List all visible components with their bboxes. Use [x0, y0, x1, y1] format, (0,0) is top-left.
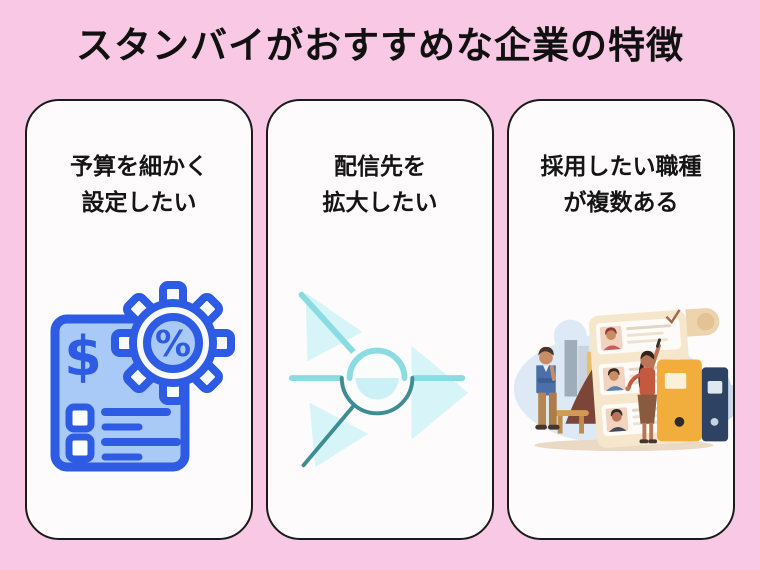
woman-figure	[625, 338, 661, 444]
card-art	[268, 220, 492, 538]
distribution-expand-icon	[288, 291, 469, 468]
card-label: 配信先を 拡大したい	[322, 153, 438, 215]
feature-card-distribution: 配信先を 拡大したい	[266, 99, 494, 540]
feature-card-budget: 予算を細かく 設定したい $	[25, 99, 253, 540]
card-art	[509, 220, 733, 538]
dollar-sign: $	[64, 325, 102, 388]
checklist-rows	[65, 403, 181, 463]
percent-sign: %	[155, 324, 191, 365]
budget-settings-icon: $	[50, 281, 235, 472]
binders	[657, 359, 729, 442]
gear-percent-icon: %	[111, 281, 235, 406]
card-art: $	[27, 220, 251, 538]
center-hub	[339, 342, 415, 416]
card-label: 予算を細かく 設定したい	[70, 153, 208, 215]
page-title: スタンバイがおすすめな企業の特徴	[76, 25, 684, 66]
multi-position-hiring-icon	[513, 308, 733, 452]
card-label: 採用したい職種 が複数ある	[540, 153, 702, 215]
cards-container: 予算を細かく 設定したい $	[25, 99, 735, 540]
man-figure	[535, 347, 560, 430]
feature-card-hiring: 採用したい職種 が複数ある	[507, 99, 735, 540]
